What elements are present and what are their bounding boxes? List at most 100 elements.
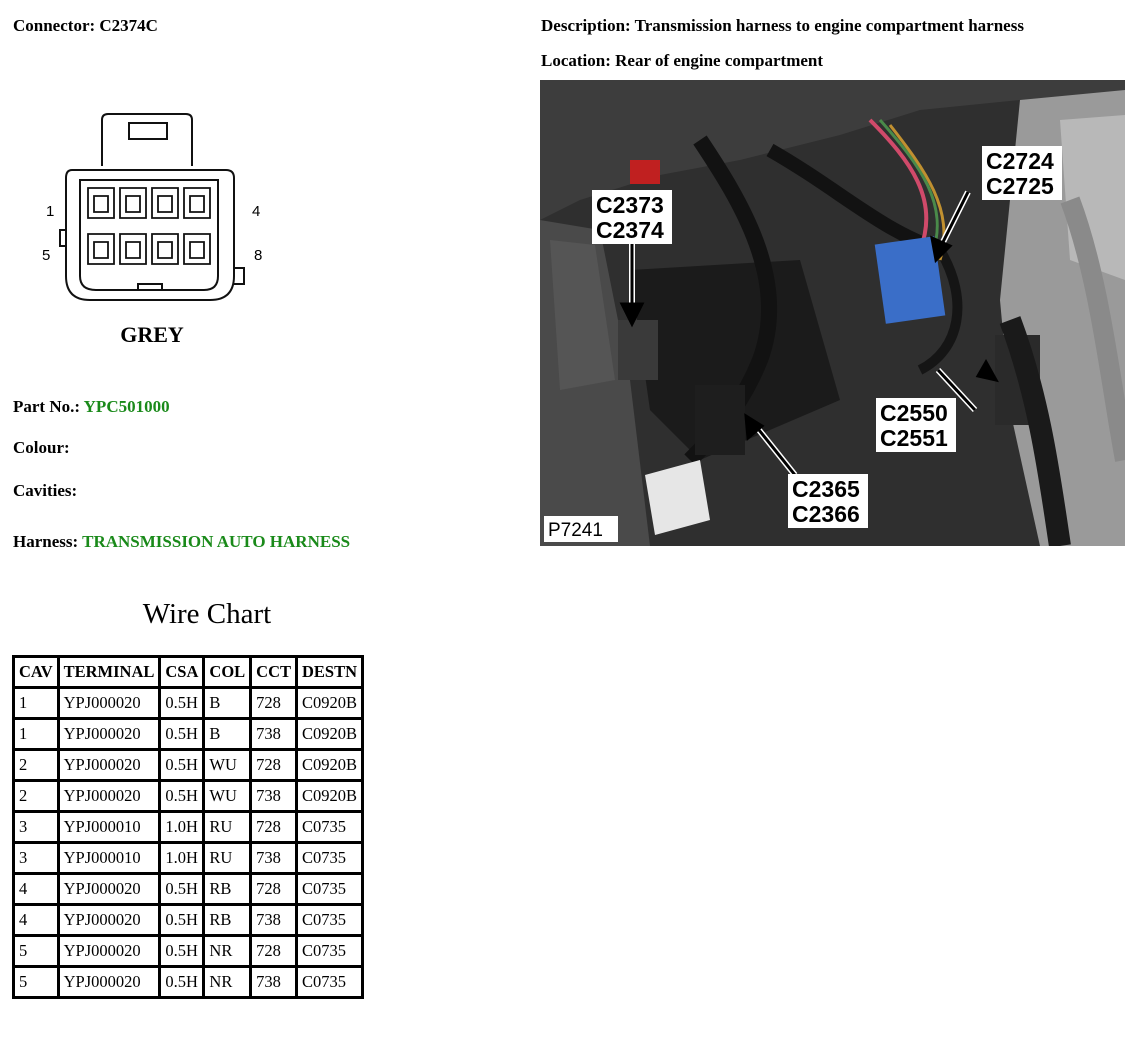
cavities-label: Cavities: bbox=[13, 481, 78, 500]
connector-field: Connector: C2374C bbox=[13, 16, 158, 36]
cell-cct: 738 bbox=[252, 906, 296, 934]
cell-destn: C0920B bbox=[298, 782, 362, 810]
table-row: 3 YPJ000010 1.0H RU 728 C0735 bbox=[15, 813, 362, 841]
description-value: Transmission harness to engine compartme… bbox=[634, 16, 1024, 35]
wire-chart-header-row: CAV TERMINAL CSA COL CCT DESTN bbox=[15, 658, 362, 686]
pin-label-1: 1 bbox=[46, 203, 54, 220]
cell-terminal: YPJ000020 bbox=[59, 689, 159, 717]
connector-label: Connector: bbox=[13, 16, 96, 35]
cell-cav: 2 bbox=[15, 782, 57, 810]
cavities-field: Cavities: bbox=[13, 481, 77, 501]
cell-csa: 0.5H bbox=[161, 689, 203, 717]
table-row: 2 YPJ000020 0.5H WU 728 C0920B bbox=[15, 751, 362, 779]
cell-destn: C0920B bbox=[298, 720, 362, 748]
cell-terminal: YPJ000020 bbox=[59, 906, 159, 934]
cell-csa: 0.5H bbox=[161, 875, 203, 903]
cell-cct: 728 bbox=[252, 937, 296, 965]
photo-callout-c2374: C2374 bbox=[596, 217, 664, 243]
location-label: Location: bbox=[541, 51, 611, 70]
cell-terminal: YPJ000020 bbox=[59, 875, 159, 903]
cell-col: RB bbox=[205, 875, 250, 903]
cell-csa: 0.5H bbox=[161, 968, 203, 996]
cell-destn: C0920B bbox=[298, 689, 362, 717]
connector-colour-label: GREY bbox=[120, 322, 184, 347]
photo-reference-number: P7241 bbox=[548, 520, 603, 541]
pin-label-4: 4 bbox=[252, 203, 260, 220]
connector-face-diagram: 1 4 5 8 GREY bbox=[42, 113, 262, 347]
header-terminal: TERMINAL bbox=[59, 658, 159, 686]
photo-callout-c2366: C2366 bbox=[792, 501, 860, 527]
cavity-grid bbox=[87, 187, 211, 265]
table-row: 1 YPJ000020 0.5H B 728 C0920B bbox=[15, 689, 362, 717]
cell-cct: 728 bbox=[252, 751, 296, 779]
cell-csa: 1.0H bbox=[161, 813, 203, 841]
table-row: 4 YPJ000020 0.5H RB 728 C0735 bbox=[15, 875, 362, 903]
table-row: 5 YPJ000020 0.5H NR 738 C0735 bbox=[15, 968, 362, 996]
cell-cav: 3 bbox=[15, 813, 57, 841]
cell-cct: 738 bbox=[252, 968, 296, 996]
location-field: Location: Rear of engine compartment bbox=[541, 51, 823, 71]
cell-csa: 0.5H bbox=[161, 720, 203, 748]
cell-csa: 0.5H bbox=[161, 782, 203, 810]
cell-cav: 4 bbox=[15, 906, 57, 934]
cell-col: RB bbox=[205, 906, 250, 934]
cell-destn: C0735 bbox=[298, 813, 362, 841]
cell-cct: 728 bbox=[252, 875, 296, 903]
cell-destn: C0735 bbox=[298, 968, 362, 996]
description-field: Description: Transmission harness to eng… bbox=[541, 16, 1024, 36]
wire-chart-table: CAV TERMINAL CSA COL CCT DESTN 1 YPJ0000… bbox=[12, 655, 365, 999]
connector-value: C2374C bbox=[99, 16, 158, 35]
cell-terminal: YPJ000020 bbox=[59, 720, 159, 748]
cell-cav: 3 bbox=[15, 844, 57, 872]
cell-cct: 728 bbox=[252, 813, 296, 841]
header-destn: DESTN bbox=[298, 658, 362, 686]
cell-cct: 738 bbox=[252, 844, 296, 872]
cell-destn: C0735 bbox=[298, 937, 362, 965]
photo-callout-c2551: C2551 bbox=[880, 425, 948, 451]
cell-csa: 0.5H bbox=[161, 937, 203, 965]
part-no-label: Part No.: bbox=[13, 397, 81, 416]
cell-cav: 1 bbox=[15, 720, 57, 748]
wire-chart-title: Wire Chart bbox=[142, 598, 272, 630]
cell-csa: 0.5H bbox=[161, 906, 203, 934]
cell-cct: 728 bbox=[252, 689, 296, 717]
cell-terminal: YPJ000020 bbox=[59, 782, 159, 810]
table-row: 4 YPJ000020 0.5H RB 738 C0735 bbox=[15, 906, 362, 934]
cell-destn: C0735 bbox=[298, 844, 362, 872]
header-csa: CSA bbox=[161, 658, 203, 686]
cell-csa: 0.5H bbox=[161, 751, 203, 779]
cell-csa: 1.0H bbox=[161, 844, 203, 872]
table-row: 2 YPJ000020 0.5H WU 738 C0920B bbox=[15, 782, 362, 810]
cell-col: RU bbox=[205, 813, 250, 841]
cell-cct: 738 bbox=[252, 782, 296, 810]
harness-label: Harness: bbox=[13, 532, 79, 551]
cell-cav: 1 bbox=[15, 689, 57, 717]
cell-col: B bbox=[205, 720, 250, 748]
cell-col: WU bbox=[205, 751, 250, 779]
cell-terminal: YPJ000010 bbox=[59, 813, 159, 841]
header-col: COL bbox=[205, 658, 250, 686]
engine-compartment-photo: C2373 C2374 C2724 C2725 C2550 C2551 C236… bbox=[540, 80, 1125, 546]
part-no-field: Part No.: YPC501000 bbox=[13, 397, 170, 417]
pin-label-5: 5 bbox=[42, 247, 50, 264]
header-cct: CCT bbox=[252, 658, 296, 686]
harness-value: TRANSMISSION AUTO HARNESS bbox=[82, 532, 351, 551]
cell-terminal: YPJ000020 bbox=[59, 968, 159, 996]
cell-terminal: YPJ000010 bbox=[59, 844, 159, 872]
cell-terminal: YPJ000020 bbox=[59, 751, 159, 779]
part-no-value: YPC501000 bbox=[83, 397, 170, 416]
colour-field: Colour: bbox=[13, 438, 70, 458]
location-value: Rear of engine compartment bbox=[615, 51, 824, 70]
pin-label-8: 8 bbox=[254, 247, 262, 264]
cell-cav: 5 bbox=[15, 937, 57, 965]
photo-callout-c2725: C2725 bbox=[986, 173, 1054, 199]
table-row: 5 YPJ000020 0.5H NR 728 C0735 bbox=[15, 937, 362, 965]
harness-field: Harness: TRANSMISSION AUTO HARNESS bbox=[13, 532, 350, 552]
cell-col: WU bbox=[205, 782, 250, 810]
cell-col: NR bbox=[205, 968, 250, 996]
cell-cav: 4 bbox=[15, 875, 57, 903]
cell-destn: C0735 bbox=[298, 875, 362, 903]
colour-label: Colour: bbox=[13, 438, 70, 457]
cell-destn: C0920B bbox=[298, 751, 362, 779]
table-row: 3 YPJ000010 1.0H RU 738 C0735 bbox=[15, 844, 362, 872]
